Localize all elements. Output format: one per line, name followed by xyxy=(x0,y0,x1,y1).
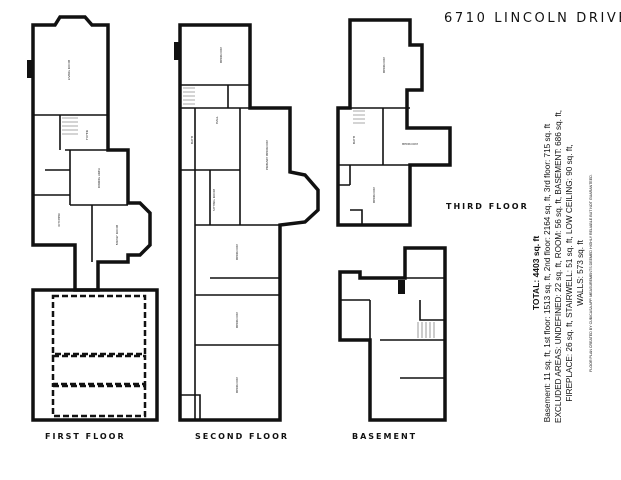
room-label: BEDROOM xyxy=(382,57,386,73)
room-label: BEDROOM xyxy=(235,377,239,393)
garage-bay xyxy=(51,384,147,418)
room-label: HALL xyxy=(215,116,219,124)
third-floor-outline xyxy=(336,18,452,227)
excluded-areas: EXCLUDED AREAS: UNDEFINED: 22 sq. ft, RO… xyxy=(554,109,563,423)
room-label: BEDROOM xyxy=(402,142,418,146)
excluded-areas-cont: FIREPLACE: 26 sq. ft, STAIRWELL: 51 sq. … xyxy=(565,144,574,402)
room-label: PRIMARY BEDROOM xyxy=(265,140,269,170)
garage-bay xyxy=(51,294,147,356)
room-label: BEDROOM xyxy=(235,312,239,328)
room-label: BEDROOM xyxy=(235,244,239,260)
basement-outline xyxy=(338,246,447,422)
garage-outline xyxy=(31,288,159,422)
room-label: FOYER xyxy=(85,130,89,140)
room-label: BATH xyxy=(352,136,356,144)
fireplace xyxy=(27,60,34,78)
fireplace xyxy=(398,280,405,294)
floor-areas: Basement: 11 sq. ft, 1st floor: 1513 sq.… xyxy=(543,123,552,423)
room-label: SITTING ROOM xyxy=(212,188,216,211)
room-label: KITCHEN xyxy=(57,214,61,227)
disclaimer: FLOOR PLAN CREATED BY CUBICASA APP. MEAS… xyxy=(589,174,593,372)
first-floor-label: FIRST FLOOR xyxy=(45,432,126,441)
room-label: BATH xyxy=(190,136,194,144)
garage-bay xyxy=(51,354,147,386)
third-floor-label: THIRD FLOOR xyxy=(446,202,529,211)
room-label: BEDROOM xyxy=(372,187,376,203)
total-area: TOTAL: 4403 sq. ft xyxy=(531,235,541,311)
property-address: 6710 LINCOLN DRIVE xyxy=(444,11,621,26)
area-summary: TOTAL: 4403 sq. ft Basement: 11 sq. ft, … xyxy=(530,109,600,423)
basement-label: BASEMENT xyxy=(352,432,418,441)
room-label: DINING AREA xyxy=(97,167,101,188)
walls-area: WALLS: 573 sq. ft xyxy=(576,240,585,306)
room-label: BEDROOM xyxy=(219,47,223,63)
room-label: FAMILY ROOM xyxy=(115,224,119,245)
fireplace xyxy=(174,42,181,60)
second-floor-label: SECOND FLOOR xyxy=(195,432,290,441)
first-floor-outline xyxy=(31,15,152,292)
room-label: LIVING ROOM xyxy=(67,59,71,80)
